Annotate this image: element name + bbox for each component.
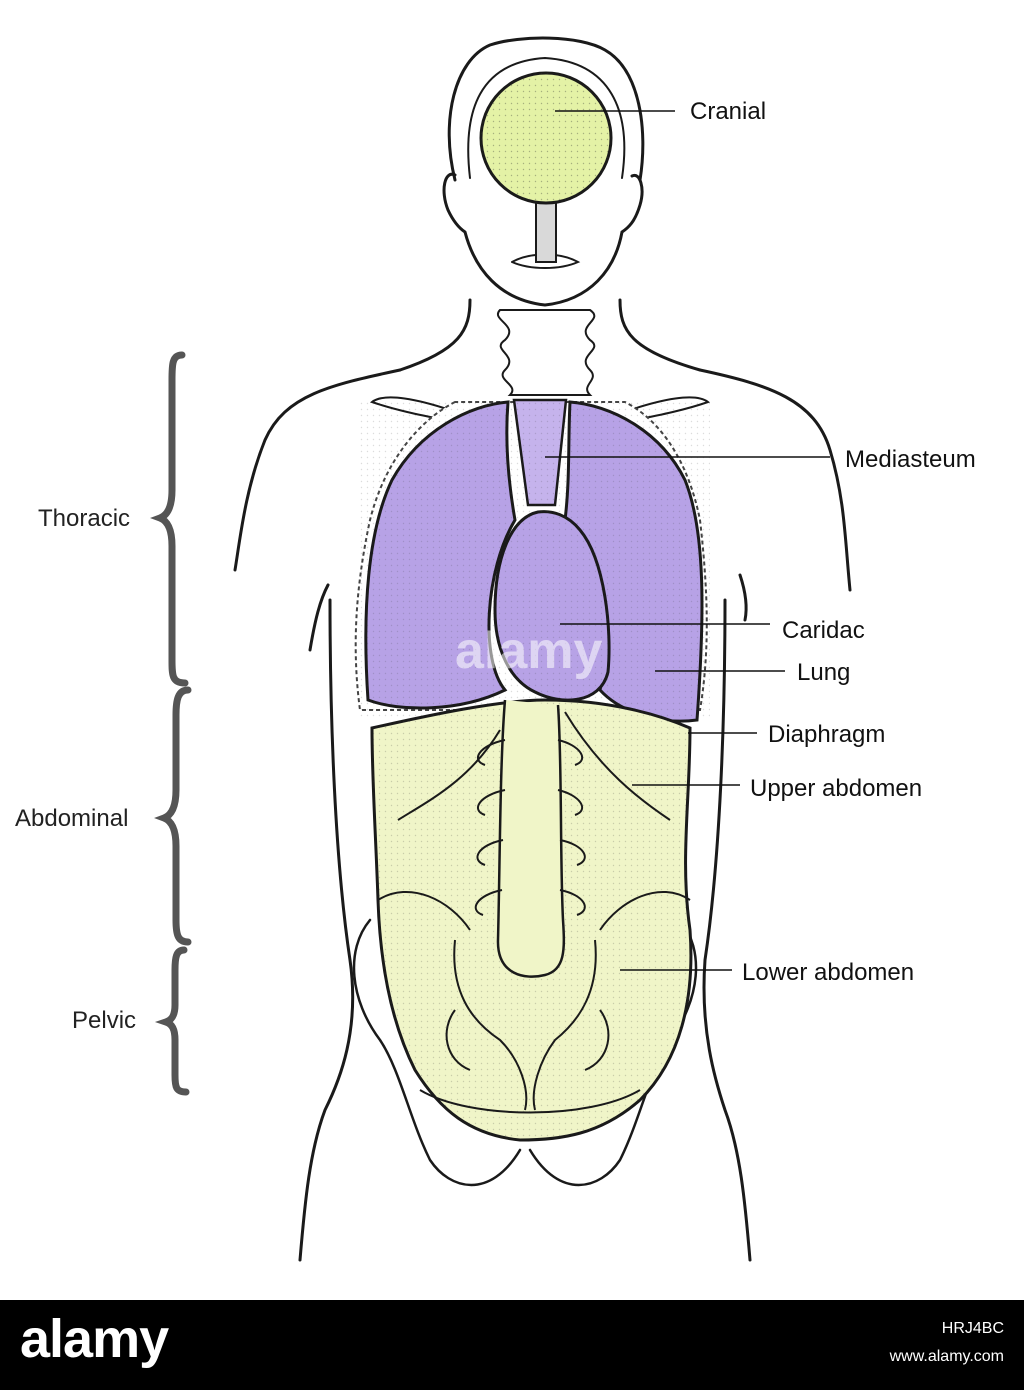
label-abdominal: Abdominal <box>15 805 128 832</box>
label-caridac: Caridac <box>782 617 865 644</box>
neck-left <box>400 300 470 370</box>
footer-brand[interactable]: alamy <box>20 1308 168 1370</box>
label-cranial: Cranial <box>690 98 766 125</box>
neck-right <box>620 300 700 370</box>
bracket-abdominal <box>164 690 188 942</box>
torso-left <box>300 600 353 1260</box>
body-cavities-diagram: Cranial Mediasteum Caridac Lung Diaphrag… <box>0 0 1024 1300</box>
region-brackets <box>160 355 188 1092</box>
watermark: alamy <box>455 622 603 680</box>
abdominopelvic-cavity <box>372 700 691 1140</box>
label-pelvic: Pelvic <box>72 1007 136 1034</box>
cranial-cavity <box>481 73 611 262</box>
label-mediasteum: Mediasteum <box>845 446 976 473</box>
footer-image-id: HRJ4BC <box>942 1320 1004 1338</box>
bracket-pelvic <box>166 950 186 1092</box>
bracket-thoracic <box>160 355 185 683</box>
label-diaphragm: Diaphragm <box>768 721 885 748</box>
footer-site[interactable]: www.alamy.com <box>890 1348 1004 1366</box>
right-arm-inner <box>740 575 746 620</box>
torso-right <box>704 600 750 1260</box>
label-lower-abdomen: Lower abdomen <box>742 959 914 986</box>
label-lung: Lung <box>797 659 850 686</box>
left-arm-inner <box>310 585 328 650</box>
label-upper-abdomen: Upper abdomen <box>750 775 922 802</box>
lumbar-spine <box>498 700 564 977</box>
footer-bar: alamy HRJ4BC www.alamy.com <box>0 1300 1024 1390</box>
cervical-spine <box>498 310 594 395</box>
right-shoulder <box>700 370 850 590</box>
label-thoracic: Thoracic <box>38 505 130 532</box>
